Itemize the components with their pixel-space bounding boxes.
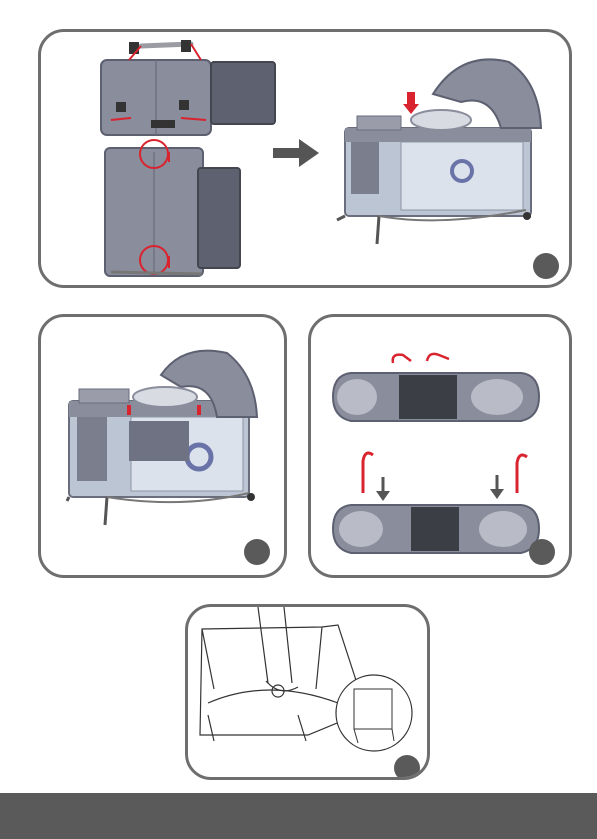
organizer-tray-top [333,373,539,421]
page-footer-bar [0,793,597,839]
unfolded-bed-bottom [105,140,240,276]
travel-cot-with-bassinet [67,351,257,525]
step-badge-1 [533,253,559,279]
step-badge-4 [394,755,420,780]
step-1-illustration [41,32,572,288]
step-panel-4 [185,604,430,780]
step-2-illustration [41,317,287,578]
hooks-side [363,453,527,501]
step-badge-2 [244,539,270,565]
step-3-illustration [311,317,572,578]
step-4-illustration [188,607,430,780]
assembled-travel-cot [337,59,541,244]
step-badge-3 [529,539,555,565]
folded-bed-top [101,40,275,135]
hooks-top [393,354,449,363]
step-panel-3 [308,314,572,578]
arrow-right-icon [273,139,319,167]
detail-zoom-inset [336,675,412,751]
organizer-tray-bottom [333,505,539,553]
step-panel-2 [38,314,287,578]
step-panel-1 [38,29,572,288]
